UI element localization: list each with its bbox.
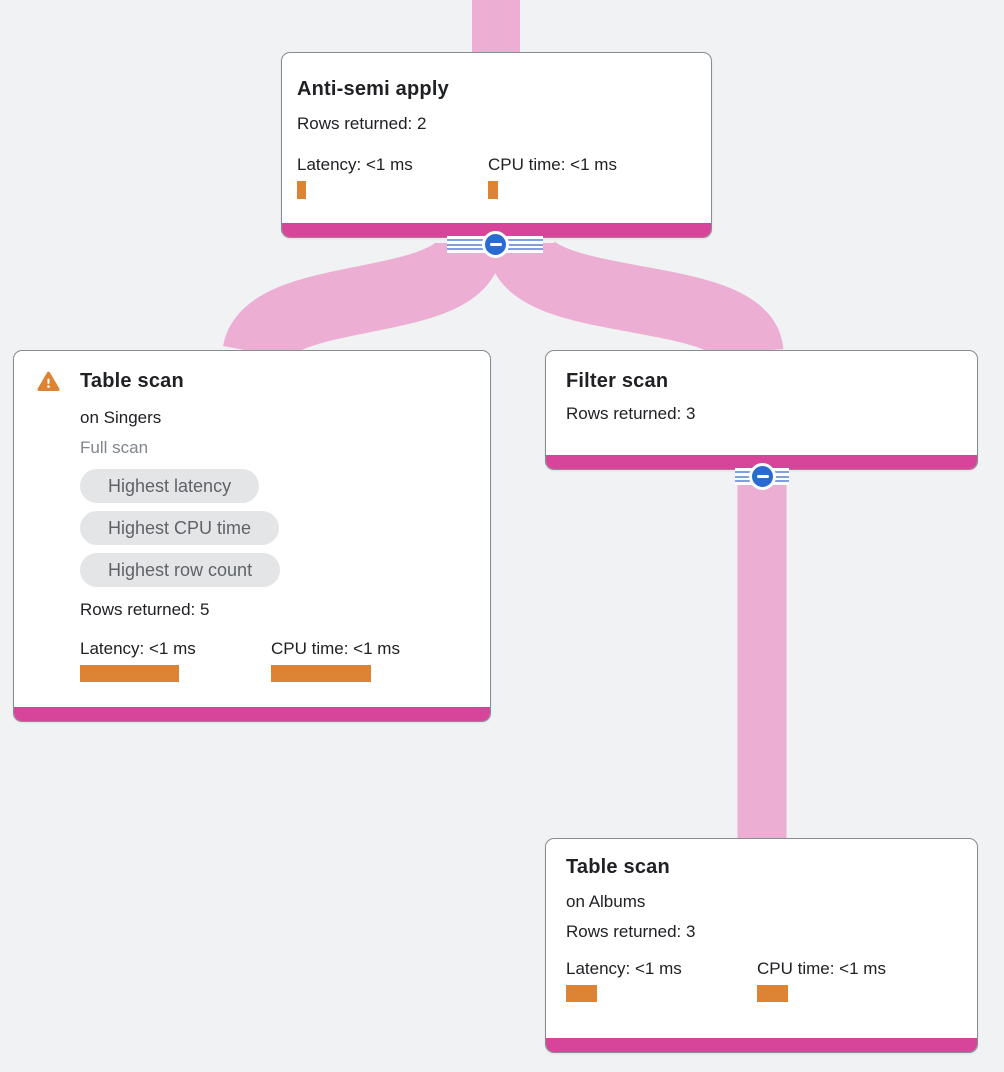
badge-highest-row-count: Highest row count — [80, 553, 281, 587]
node-subtitle: on Singers — [80, 408, 162, 427]
node-footer-strip — [546, 455, 977, 469]
collapse-circle[interactable] — [482, 231, 509, 258]
node-table-scan-albums[interactable]: Table scan on Albums Rows returned: 3 La… — [545, 838, 978, 1053]
cpu-time-bar — [757, 985, 788, 1002]
node-footer-strip — [546, 1038, 977, 1052]
node-title: Filter scan — [566, 370, 669, 392]
node-title: Table scan — [80, 370, 184, 392]
node-footer-strip — [14, 707, 490, 721]
collapse-circle[interactable] — [749, 463, 776, 490]
rows-returned-text: Rows returned: 3 — [566, 404, 696, 423]
latency-bar — [80, 665, 179, 682]
rows-returned-text: Rows returned: 2 — [297, 114, 427, 133]
edge-anti-semi-to-filter-scan — [487, 236, 784, 362]
rows-returned-text: Rows returned: 3 — [566, 922, 696, 941]
latency-bar — [566, 985, 597, 1002]
minus-icon — [756, 475, 769, 478]
latency-label: Latency: <1 ms — [566, 959, 682, 978]
minus-icon — [489, 243, 502, 246]
node-title: Anti-semi apply — [297, 78, 449, 100]
collapse-button-anti-semi-apply[interactable] — [447, 231, 543, 258]
cpu-time-bar — [488, 181, 498, 199]
cpu-time-bar — [271, 665, 371, 682]
node-footer-strip — [282, 223, 711, 237]
badge-highest-latency: Highest latency — [80, 469, 260, 503]
latency-label: Latency: <1 ms — [80, 639, 196, 658]
badge-highest-cpu-time: Highest CPU time — [80, 511, 280, 545]
cpu-time-label: CPU time: <1 ms — [271, 639, 400, 658]
node-title: Table scan — [566, 856, 670, 878]
node-filter-scan[interactable]: Filter scan Rows returned: 3 — [545, 350, 978, 470]
latency-label: Latency: <1 ms — [297, 155, 413, 174]
node-table-scan-singers[interactable]: Table scan on Singers Full scan Highest … — [13, 350, 491, 722]
warning-icon — [37, 371, 60, 391]
edge-anti-semi-to-table-scan-singers — [223, 237, 503, 364]
collapse-button-filter-scan[interactable] — [735, 463, 789, 490]
full-scan-note: Full scan — [80, 438, 149, 457]
rows-returned-text: Rows returned: 5 — [80, 600, 210, 619]
cpu-time-label: CPU time: <1 ms — [488, 155, 617, 174]
cpu-time-label: CPU time: <1 ms — [757, 959, 886, 978]
node-subtitle: on Albums — [566, 892, 646, 911]
node-anti-semi-apply[interactable]: Anti-semi apply Rows returned: 2 Latency… — [281, 52, 712, 238]
latency-bar — [297, 181, 306, 199]
